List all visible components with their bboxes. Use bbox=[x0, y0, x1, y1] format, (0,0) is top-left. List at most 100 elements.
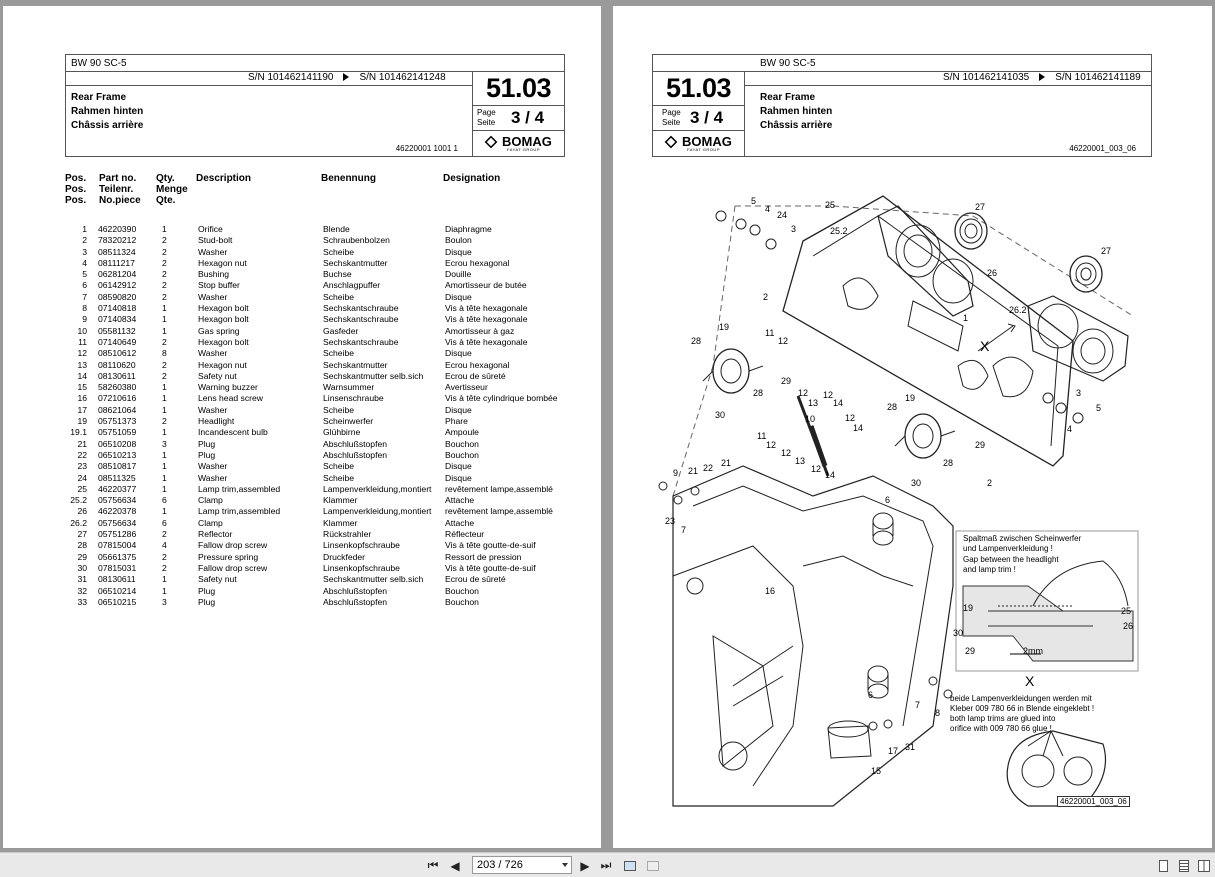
go-forward-view-button[interactable] bbox=[645, 857, 661, 874]
cell-part-number: 06142912 bbox=[98, 280, 137, 291]
cell-designation: Ecrou de sûreté bbox=[445, 370, 506, 381]
cell-designation: Ecrou hexagonal bbox=[445, 359, 510, 370]
back-view-icon bbox=[624, 860, 636, 871]
svg-text:4: 4 bbox=[765, 204, 770, 214]
cell-pos: 23 bbox=[77, 461, 87, 472]
svg-text:both lamp trims are glued into: both lamp trims are glued into bbox=[950, 714, 1056, 723]
page-number: 3 / 4 bbox=[690, 108, 724, 127]
single-page-view-button[interactable] bbox=[1156, 857, 1170, 874]
svg-text:6: 6 bbox=[885, 495, 890, 505]
svg-text:30: 30 bbox=[715, 410, 725, 420]
cell-quantity: 2 bbox=[162, 280, 167, 291]
cell-part-number: 08510612 bbox=[98, 348, 137, 359]
cell-benennung: Linsenschraube bbox=[323, 393, 384, 404]
page-number: 3 / 4 bbox=[511, 108, 545, 127]
two-page-view-button[interactable] bbox=[1197, 857, 1211, 874]
cell-quantity: 6 bbox=[162, 517, 167, 528]
cell-description: Headlight bbox=[198, 416, 235, 427]
cell-benennung: Scheibe bbox=[323, 404, 355, 415]
cell-designation: Vis à tête goutte-de-suif bbox=[445, 562, 536, 573]
svg-text:31: 31 bbox=[905, 742, 915, 752]
first-page-icon: ⏮ bbox=[427, 858, 439, 872]
cell-quantity: 1 bbox=[162, 325, 167, 336]
last-page-button[interactable]: ⏭ bbox=[599, 857, 613, 874]
previous-page-button[interactable]: ◀ bbox=[448, 857, 462, 874]
page-number-input[interactable]: 203 / 726 bbox=[472, 856, 572, 874]
cell-description: Washer bbox=[198, 246, 228, 257]
cell-description: Hexagon bolt bbox=[198, 303, 249, 314]
cell-quantity: 8 bbox=[162, 348, 167, 359]
cell-part-number: 08621064 bbox=[98, 404, 137, 415]
cell-description: Bushing bbox=[198, 269, 230, 280]
svg-text:5: 5 bbox=[1096, 403, 1101, 413]
cell-description: Orifice bbox=[198, 224, 223, 234]
cell-quantity: 4 bbox=[162, 540, 167, 551]
next-page-button[interactable]: ▶ bbox=[578, 857, 592, 874]
cell-benennung: Anschlagpuffer bbox=[323, 280, 381, 291]
cell-description: Washer bbox=[198, 291, 228, 302]
cell-part-number: 08510817 bbox=[98, 461, 137, 472]
cell-part-number: 07815031 bbox=[98, 562, 137, 573]
cell-benennung: Abschlußstopfen bbox=[323, 449, 388, 460]
cell-quantity: 2 bbox=[162, 269, 167, 280]
cell-part-number: 58260380 bbox=[98, 382, 137, 393]
svg-text:29: 29 bbox=[781, 376, 791, 386]
go-back-view-button[interactable] bbox=[622, 857, 638, 874]
cell-designation: Attache bbox=[445, 517, 475, 528]
svg-text:6: 6 bbox=[868, 690, 873, 700]
cell-designation: Ecrou hexagonal bbox=[445, 257, 510, 268]
svg-text:7: 7 bbox=[915, 700, 920, 710]
cell-part-number: 08130611 bbox=[98, 574, 136, 585]
cell-pos: 8 bbox=[82, 303, 87, 314]
cell-pos: 6 bbox=[82, 280, 87, 291]
cell-benennung: Buchse bbox=[323, 269, 352, 280]
svg-text:11: 11 bbox=[757, 431, 766, 441]
svg-text:29: 29 bbox=[975, 440, 985, 450]
cell-part-number: 06510208 bbox=[98, 438, 137, 449]
cell-quantity: 3 bbox=[162, 438, 167, 449]
bomag-logo-icon bbox=[664, 135, 678, 149]
svg-text:19: 19 bbox=[963, 603, 973, 613]
cell-part-number: 08110620 bbox=[98, 359, 136, 370]
svg-text:30: 30 bbox=[953, 628, 963, 638]
cell-benennung: Scheibe bbox=[323, 246, 355, 257]
cell-designation: Disque bbox=[445, 404, 472, 415]
cell-part-number: 46220390 bbox=[98, 224, 137, 234]
cell-quantity: 2 bbox=[162, 416, 167, 427]
continuous-view-button[interactable] bbox=[1177, 857, 1191, 874]
cell-designation: Réflecteur bbox=[445, 529, 485, 540]
first-page-button[interactable]: ⏮ bbox=[426, 857, 440, 874]
cell-quantity: 3 bbox=[162, 596, 167, 607]
cell-designation: Phare bbox=[445, 416, 468, 427]
cell-pos: 2 bbox=[82, 235, 87, 246]
cell-quantity: 1 bbox=[162, 303, 167, 314]
cell-quantity: 1 bbox=[162, 449, 167, 460]
cell-pos: 21 bbox=[77, 438, 87, 449]
cell-part-number: 06510215 bbox=[98, 596, 137, 607]
cell-designation: Vis à tête cylindrique bombée bbox=[445, 393, 558, 404]
cell-designation: Disque bbox=[445, 461, 472, 472]
pdf-toolbar: ⏮ ◀ 203 / 726 ▶ ⏭ bbox=[0, 852, 1215, 877]
svg-text:25: 25 bbox=[1121, 606, 1131, 616]
cell-part-number: 07815004 bbox=[98, 540, 137, 551]
cell-designation: Diaphragme bbox=[445, 224, 492, 234]
page-title: Rear Frame Rahmen hinten Châssis arrière bbox=[71, 92, 144, 131]
model-name: BW 90 SC-5 bbox=[71, 58, 127, 69]
cell-designation: Vis à tête hexagonale bbox=[445, 314, 528, 325]
svg-text:Gap between the headlight: Gap between the headlight bbox=[963, 555, 1059, 564]
cell-pos: 15 bbox=[77, 382, 87, 393]
svg-text:27: 27 bbox=[975, 202, 985, 212]
